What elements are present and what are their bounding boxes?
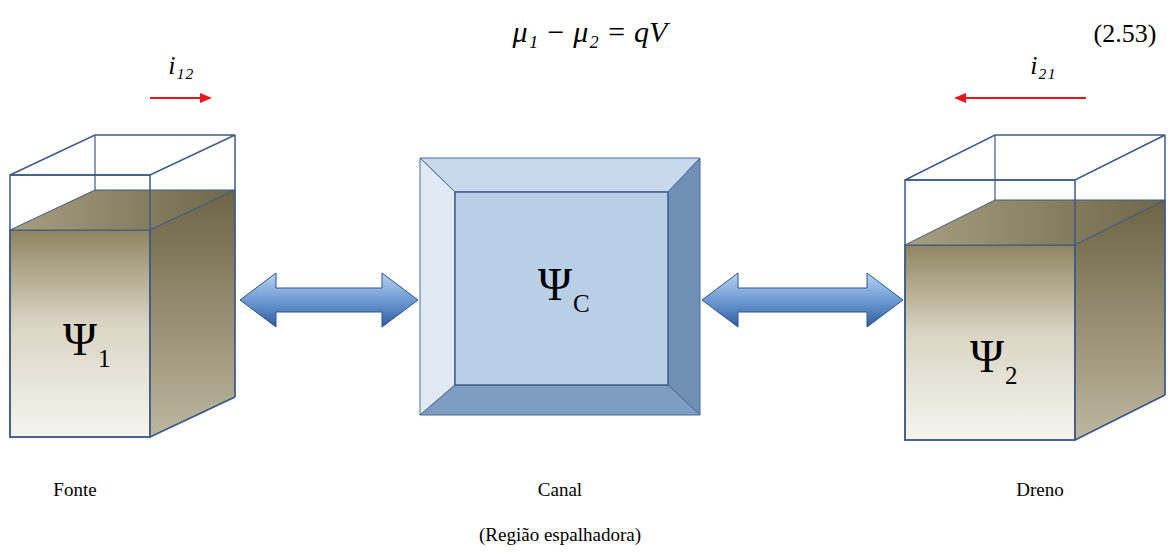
arrow-head: [954, 93, 966, 103]
current-label: i₁₂: [168, 51, 193, 81]
wavefunction-symbol: Ψ: [538, 259, 572, 312]
wavefunction-symbol: Ψ: [63, 314, 97, 367]
source-reservoir: Ψ1Fonte: [10, 135, 238, 510]
current-arrow: [964, 97, 1086, 99]
subscript: 1: [98, 345, 111, 374]
part-caption: Canal: [538, 479, 582, 501]
coupling-arrow: [702, 273, 903, 327]
coupling-arrow: [240, 273, 418, 327]
part-caption: Dreno: [1016, 479, 1063, 501]
shape-outline: [10, 135, 238, 510]
equation: μ₁ − μ₂ = qV: [513, 15, 668, 50]
wavefunction-symbol: Ψ: [970, 331, 1004, 384]
subscript: C: [573, 290, 590, 319]
current-label: i₂₁: [1030, 51, 1055, 81]
shape-outline: [905, 135, 1167, 510]
equation-number: (2.53): [1094, 19, 1157, 49]
arrow-head: [200, 93, 212, 103]
part-caption: (Região espalhadora): [479, 524, 641, 546]
drain-reservoir: Ψ2Dreno: [905, 135, 1167, 510]
current-arrow: [150, 97, 202, 99]
scattering-channel: ΨC Canal (Região espalhadora): [420, 158, 700, 550]
subscript: 2: [1005, 362, 1018, 391]
part-caption: Fonte: [53, 479, 96, 501]
